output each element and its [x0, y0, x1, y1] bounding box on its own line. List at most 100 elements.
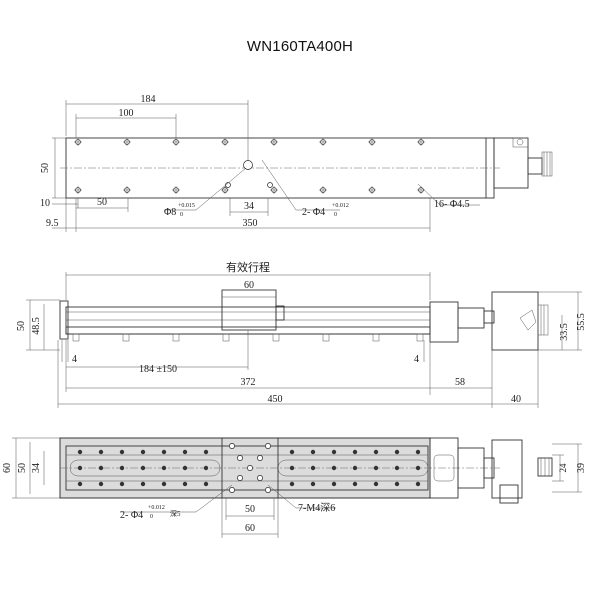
screw-hole: [119, 449, 125, 455]
screw-hole: [415, 465, 421, 471]
hole-8-tol-lower: 0: [180, 212, 183, 218]
screw-hole: [140, 481, 146, 487]
hole-4-label: 2- Φ4: [120, 510, 143, 521]
carriage-hole: [247, 465, 253, 471]
screw-hole: [203, 481, 209, 487]
dim-60: 60: [244, 280, 254, 291]
hole-4-tol-upper: +0.012: [332, 203, 349, 209]
dim-4-left: 4: [72, 354, 77, 365]
screw-hole: [310, 481, 316, 487]
screw-hole: [289, 465, 295, 471]
dim-60-vertical: 60: [2, 463, 13, 473]
dim-50: 50: [245, 504, 255, 515]
screw-hole: [119, 465, 125, 471]
screw-hole: [98, 481, 104, 487]
thread-m4-label: 7-M4深6: [298, 502, 335, 514]
drawing-title: WN160TA400H: [246, 38, 354, 55]
hole-8-label: Φ8: [164, 207, 176, 218]
screw-hole: [140, 465, 146, 471]
dim-350: 350: [243, 218, 258, 229]
screw-hole: [310, 449, 316, 455]
dim-50-vertical: 50: [16, 321, 27, 331]
screw-hole: [373, 449, 379, 455]
screw-hole: [119, 481, 125, 487]
screw-hole: [161, 449, 167, 455]
bottom-view: 60 50 34 2- Φ4 +0.012 0 深5 7-M4深6 50 60 …: [2, 437, 587, 538]
effective-stroke-label: 有效行程: [226, 260, 270, 274]
dim-34: 34: [244, 201, 254, 212]
dim-55-5: 55.5: [576, 313, 587, 331]
screw-hole: [161, 465, 167, 471]
screw-hole: [352, 465, 358, 471]
screw-hole: [331, 465, 337, 471]
rail-tab: [416, 333, 424, 342]
dim-24: 24: [558, 463, 568, 473]
carriage-hole: [265, 443, 271, 449]
carriage-hole: [257, 455, 263, 461]
screw-hole: [203, 465, 209, 471]
dim-50-vertical: 50: [40, 163, 51, 173]
dim-58: 58: [455, 377, 465, 388]
screw-hole: [331, 481, 337, 487]
screw-hole: [289, 449, 295, 455]
dim-10: 10: [40, 198, 50, 209]
rail-tab: [222, 333, 230, 342]
screw-hole: [310, 465, 316, 471]
screw-hole: [289, 481, 295, 487]
top-view: 184 100 50 10 50 9.5 350 34 Φ8 +0.015: [40, 94, 553, 232]
rail-tab: [172, 333, 180, 342]
dim-184-tol: 184 ±150: [139, 364, 177, 375]
rail-tab: [322, 333, 330, 342]
dim-33-5: 33.5: [559, 323, 570, 341]
screw-hole: [415, 449, 421, 455]
screw-hole: [140, 449, 146, 455]
dim-48-5: 48.5: [31, 317, 42, 335]
dim-50-vertical: 50: [17, 463, 28, 473]
dim-372: 372: [241, 377, 256, 388]
hole-4-depth: 深5: [170, 509, 181, 518]
dim-450: 450: [268, 394, 283, 405]
screw-hole: [77, 449, 83, 455]
hole-4-tol-lower: 0: [150, 514, 153, 520]
dim-50: 50: [97, 197, 107, 208]
screw-hole: [394, 481, 400, 487]
screw-hole: [182, 449, 188, 455]
dim-100: 100: [119, 108, 134, 119]
dim-34-vertical: 34: [31, 463, 42, 473]
carriage-hole: [265, 487, 271, 493]
hole-4-tol-upper: +0.012: [148, 505, 165, 511]
screw-hole: [331, 449, 337, 455]
screw-hole: [77, 481, 83, 487]
screw-hole: [394, 449, 400, 455]
dim-40: 40: [511, 394, 521, 405]
carriage-hole: [229, 487, 235, 493]
screw-hole: [182, 465, 188, 471]
screw-hole: [373, 481, 379, 487]
dim-39: 39: [576, 463, 587, 473]
dim-184: 184: [141, 94, 156, 105]
carriage-hole: [237, 475, 243, 481]
screw-hole: [182, 481, 188, 487]
carriage-hole: [237, 455, 243, 461]
holes-16-label: 16- Φ4.5: [434, 199, 470, 210]
screw-hole: [415, 481, 421, 487]
locating-hole-8: [243, 160, 253, 170]
hole-4-label: 2- Φ4: [302, 207, 325, 218]
screw-hole: [98, 449, 104, 455]
dim-4-right: 4: [414, 354, 419, 365]
screw-hole: [161, 481, 167, 487]
carriage-hole: [229, 443, 235, 449]
screw-hole: [373, 465, 379, 471]
screw-hole: [352, 449, 358, 455]
screw-hole: [77, 465, 83, 471]
hole-4-tol-lower: 0: [334, 212, 337, 218]
hole-8-tol-upper: +0.015: [178, 203, 195, 209]
rail-tab: [272, 333, 280, 342]
rail-tab: [72, 333, 80, 342]
side-view: 有效行程 60 50 48.5 4 4 184 ±150 372 58 450: [16, 260, 587, 408]
screw-hole: [352, 481, 358, 487]
dim-60: 60: [245, 523, 255, 534]
rail-tab: [372, 333, 380, 342]
carriage-hole: [257, 475, 263, 481]
